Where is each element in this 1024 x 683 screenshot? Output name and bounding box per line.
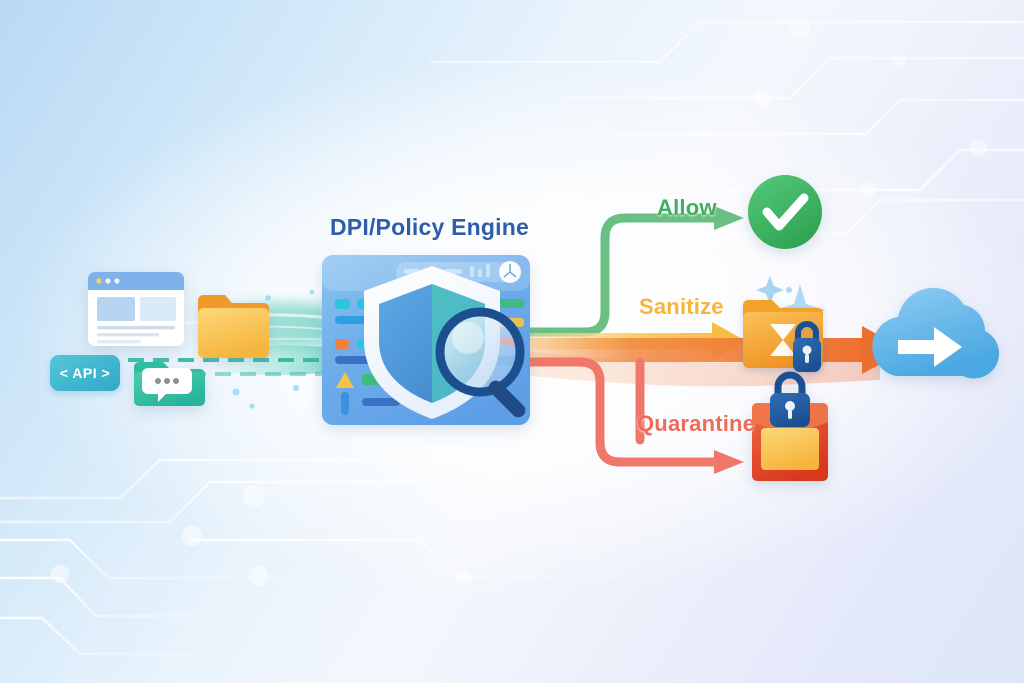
gauge-icon (499, 261, 521, 283)
circuit-nodes-bottom-left (51, 485, 472, 586)
circuit-traces-bottom-left (0, 458, 640, 656)
quarantine-path (523, 357, 744, 474)
circuit-nodes-top-right (753, 18, 987, 198)
engine-title: DPI/Policy Engine (330, 214, 529, 240)
label-allow: Allow (657, 195, 717, 220)
engine-panel[interactable] (322, 255, 530, 425)
allow-path (523, 206, 744, 337)
api-badge: < API > (50, 355, 120, 391)
label-sanitize: Sanitize (639, 294, 724, 319)
browser-window-icon (88, 272, 184, 346)
circuit-traces-top-right (430, 20, 1024, 236)
locked-box-icon (752, 371, 828, 481)
folder-icon (198, 295, 269, 358)
label-quarantine: Quarantine (637, 411, 756, 436)
sanitized-folder-icon (743, 276, 826, 372)
magnifier-icon (435, 307, 526, 418)
cloud-upload-icon (872, 287, 1000, 379)
check-circle-icon (748, 175, 822, 249)
lock-icon (770, 371, 810, 427)
lock-icon (793, 321, 821, 372)
chat-folder-icon (134, 362, 205, 406)
